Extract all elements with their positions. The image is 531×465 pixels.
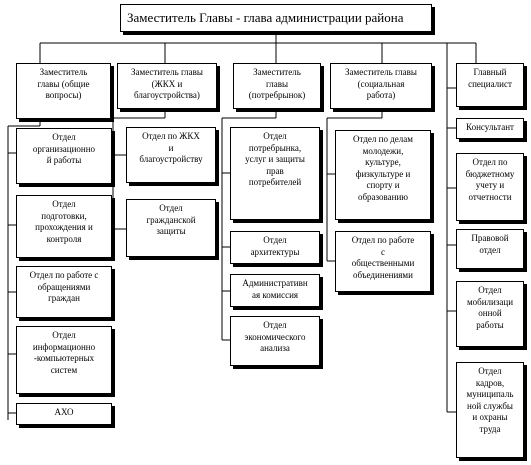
deputy-social-label: Заместитель главы (социальная работа) <box>345 67 417 100</box>
deputy-housing-box: Заместитель главы (ЖКХ и благоустройства… <box>117 63 217 109</box>
dept-legal-label: Правовой отдел <box>471 233 509 255</box>
dept-aho-label: АХО <box>54 407 74 417</box>
dept-civil-defense-box: Отдел гражданской защиты <box>126 199 216 257</box>
dept-budget-accounting-box: Отдел по бюджетному учету и отчетности <box>456 153 524 221</box>
deputy-general-label: Заместитель главы (общие вопросы) <box>37 67 90 100</box>
dept-economic-analysis-box: Отдел экономического анализа <box>230 316 320 366</box>
chief-specialist-box: Главный специалист <box>456 63 524 107</box>
dept-appeals-label: Отдел по работе с обращениями граждан <box>29 270 99 303</box>
deputy-general-box: Заместитель главы (общие вопросы) <box>16 63 111 119</box>
deputy-market-label: Заместитель главы (потребрынок) <box>248 67 306 100</box>
dept-aho-box: АХО <box>16 403 112 425</box>
dept-budget-accounting-label: Отдел по бюджетному учету и отчетности <box>465 157 515 202</box>
dept-mobilization-label: Отдел мобилизаци онной работы <box>466 285 514 330</box>
dept-legal-box: Правовой отдел <box>456 229 524 269</box>
dept-organizational-box: Отдел организационно й работы <box>16 128 112 184</box>
chief-specialist-label: Главный специалист <box>468 67 512 89</box>
dept-consumer-market-box: Отдел потребрынка, услуг и защиты прав п… <box>230 127 320 220</box>
head-box: Заместитель Главы - глава администрации … <box>120 4 432 32</box>
dept-organizational-label: Отдел организационно й работы <box>32 132 96 165</box>
dept-youth-culture-box: Отдел по делам молодежи, культуре, физку… <box>335 130 431 220</box>
dept-preparation-label: Отдел подготовки, прохождения и контроля <box>35 199 93 244</box>
dept-public-associations-box: Отдел по работе с общественными объедине… <box>335 231 431 292</box>
dept-preparation-box: Отдел подготовки, прохождения и контроля <box>16 195 112 258</box>
deputy-market-box: Заместитель главы (потребрынок) <box>233 63 321 109</box>
dept-housing-box: Отдел по ЖКХ и благоустройству <box>126 127 216 183</box>
dept-youth-culture-label: Отдел по делам молодежи, культуре, физку… <box>353 134 413 202</box>
deputy-social-box: Заместитель главы (социальная работа) <box>330 63 432 109</box>
consultant-box: Консультант <box>456 118 524 139</box>
dept-economic-analysis-label: Отдел экономического анализа <box>244 320 306 353</box>
dept-mobilization-box: Отдел мобилизаци онной работы <box>456 281 524 347</box>
dept-architecture-box: Отдел архитектуры <box>230 231 320 264</box>
dept-public-associations-label: Отдел по работе с общественными объедине… <box>351 235 415 280</box>
admin-commission-label: Административн ая комиссия <box>242 278 308 300</box>
dept-consumer-market-label: Отдел потребрынка, услуг и защиты прав п… <box>245 131 305 187</box>
dept-civil-defense-label: Отдел гражданской защиты <box>146 203 196 236</box>
dept-housing-label: Отдел по ЖКХ и благоустройству <box>139 131 203 164</box>
dept-architecture-label: Отдел архитектуры <box>250 235 300 257</box>
dept-appeals-box: Отдел по работе с обращениями граждан <box>16 266 112 318</box>
dept-it-box: Отдел информационно -компьютерных систем <box>16 326 112 394</box>
consultant-label: Консультант <box>466 122 514 132</box>
deputy-housing-label: Заместитель главы (ЖКХ и благоустройства… <box>131 67 203 100</box>
dept-personnel-label: Отдел кадров, муниципаль ной службы и ох… <box>466 366 514 434</box>
dept-personnel-box: Отдел кадров, муниципаль ной службы и ох… <box>456 362 524 458</box>
admin-commission-box: Административн ая комиссия <box>230 274 320 307</box>
dept-it-label: Отдел информационно -компьютерных систем <box>32 330 96 375</box>
head-title: Заместитель Главы - глава администрации … <box>127 10 404 25</box>
